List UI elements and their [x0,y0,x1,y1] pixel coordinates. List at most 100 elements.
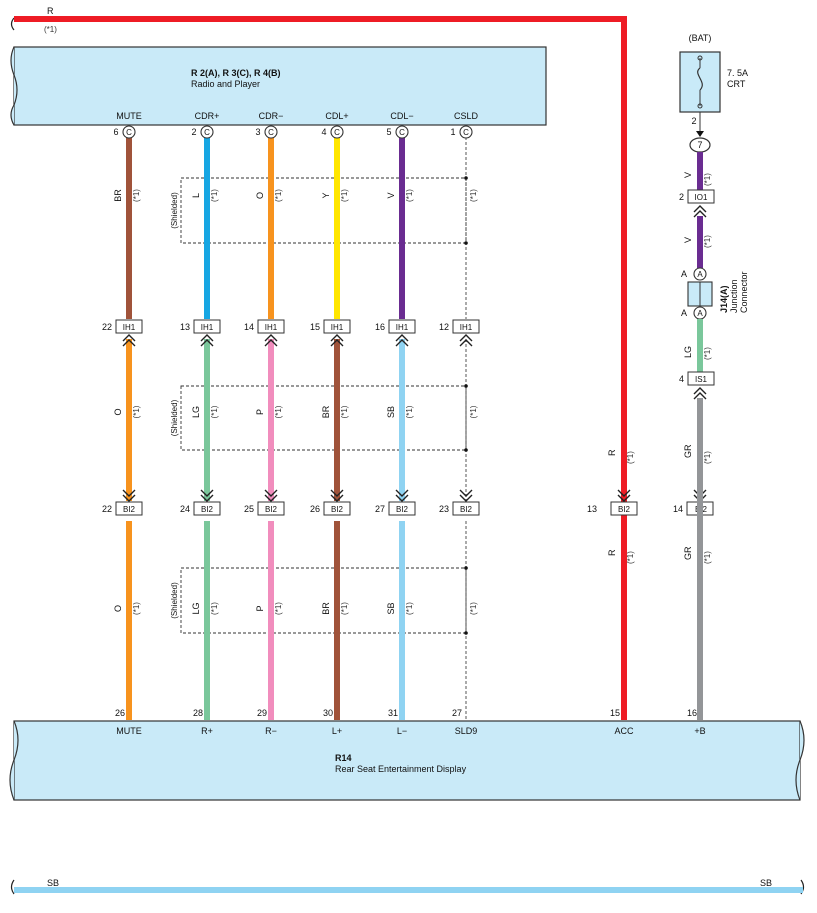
shield-box [180,567,467,634]
radio-title: R 2(A), R 3(C), R 4(B) [191,68,281,78]
bat-wire-4-color: GR [683,444,693,458]
shield-dot [464,448,468,452]
display-pin-num: 26 [115,708,125,718]
wire-note: (*1) [210,405,219,418]
radio-pin-label: CDR− [259,111,284,121]
ih1-pin: 14 [244,322,254,332]
bat-wire-5-note: (*1) [703,551,712,564]
wire-note: (*1) [132,189,141,202]
display-pin-label: SLD9 [455,726,478,736]
r-line-color-label: R [47,6,54,16]
circle-pin-number: 7 [697,140,702,150]
bi2-name: BI2 [460,505,473,514]
wire-note: (*1) [340,189,349,202]
acc-bi2-pin: 13 [587,504,597,514]
bi2-name: BI2 [396,505,409,514]
is1-pin: 4 [679,374,684,384]
display-name: Rear Seat Entertainment Display [335,764,467,774]
radio-pin-label: CDL+ [325,111,348,121]
radio-pin-conn: C [334,128,340,137]
wire-note: (*1) [274,405,283,418]
radio-pin-1: CDR+C2 [191,111,220,139]
bi2-pin: 26 [310,504,320,514]
radio-pin-conn: C [463,128,469,137]
wire-note: (*1) [340,405,349,418]
wire-color-label: O [113,605,123,612]
junction-pin-letter-bottom: A [697,309,703,318]
bi2-connector-4: BI2 27 [375,489,416,516]
ih1-pin: 12 [439,322,449,332]
wire-color-label: BR [321,602,331,615]
radio-pin-circle [395,125,409,139]
wire-note: (*1) [274,602,283,615]
display-pin-num-acc: 15 [610,708,620,718]
shield-box [180,177,467,244]
radio-pin-3: CDL+C4 [321,111,349,139]
wire-note: (*1) [210,602,219,615]
bi2-box [115,501,143,516]
bi2-pin: 24 [180,504,190,514]
sb-power-line: SB SB [10,878,805,895]
radio-and-player-box: R 2(A), R 3(C), R 4(B) Radio and Player [10,46,547,126]
radio-pin-circle [200,125,214,139]
radio-pin-label: MUTE [116,111,142,121]
shield-boxes: (Shielded)(Shielded)(Shielded) [170,177,467,634]
radio-pin-num: 1 [450,127,455,137]
bi2-name: BI2 [265,505,278,514]
ih1-box [452,319,480,334]
display-pin-num-b: 16 [687,708,697,718]
ih1-name: IH1 [460,323,473,332]
bi2-pin: 27 [375,504,385,514]
shield-dot [464,176,468,180]
mate-chevron-icon [122,489,136,502]
display-pin-label: MUTE [116,726,142,736]
radio-pin-label: CSLD [454,111,479,121]
ih1-pin: 13 [180,322,190,332]
radio-pin-label: CDR+ [195,111,220,121]
display-pin-label: L+ [332,726,342,736]
display-pin-num: 30 [323,708,333,718]
ih1-box [115,319,143,334]
shielded-label: (Shielded) [170,399,179,436]
wire-color-label: LG [191,406,201,418]
radio-pin-conn: C [268,128,274,137]
wire-color-label: P [255,409,265,415]
display-pin-label-acc: ACC [614,726,634,736]
bat-wire-1-note: (*1) [703,173,712,186]
junction-pin-label-top: A [681,269,687,279]
bi2-pin: 23 [439,504,449,514]
ih1-name: IH1 [331,323,344,332]
sb-label-right: SB [760,878,772,888]
is1-name: IS1 [695,375,708,384]
ih1-box [323,319,351,334]
junction-id: J14(A) [719,285,729,313]
radio-pin-label: CDL− [390,111,413,121]
io1-connector [687,189,715,204]
b-bi2-pin: 14 [673,504,683,514]
wire-note: (*1) [405,189,414,202]
shield-dot [464,384,468,388]
mate-chevron-icon [264,334,278,347]
radio-pin-circle [330,125,344,139]
shield-dot [464,241,468,245]
junction-pin-letter-top: A [697,270,703,279]
display-pin-label: L− [397,726,407,736]
wire-color-label: LG [191,602,201,614]
acc-wire-note-1: (*1) [626,451,635,464]
display-extra-pins: 15 ACC 16 +B [610,708,706,736]
bat-wire-3-note: (*1) [703,347,712,360]
shield-dot [464,631,468,635]
junction-pin-top [693,267,707,281]
mate-chevron-icon [459,334,473,347]
acc-branch: R (*1) R (*1) [607,449,635,564]
bat-circuit: (BAT) 7. 5A CRT 2 7 V (*1) IO1 2 V (*1) … [679,33,749,720]
bi2-pin: 25 [244,504,254,514]
radio-pin-conn: C [126,128,132,137]
ih1-box [193,319,221,334]
radio-pin-circle [122,125,136,139]
